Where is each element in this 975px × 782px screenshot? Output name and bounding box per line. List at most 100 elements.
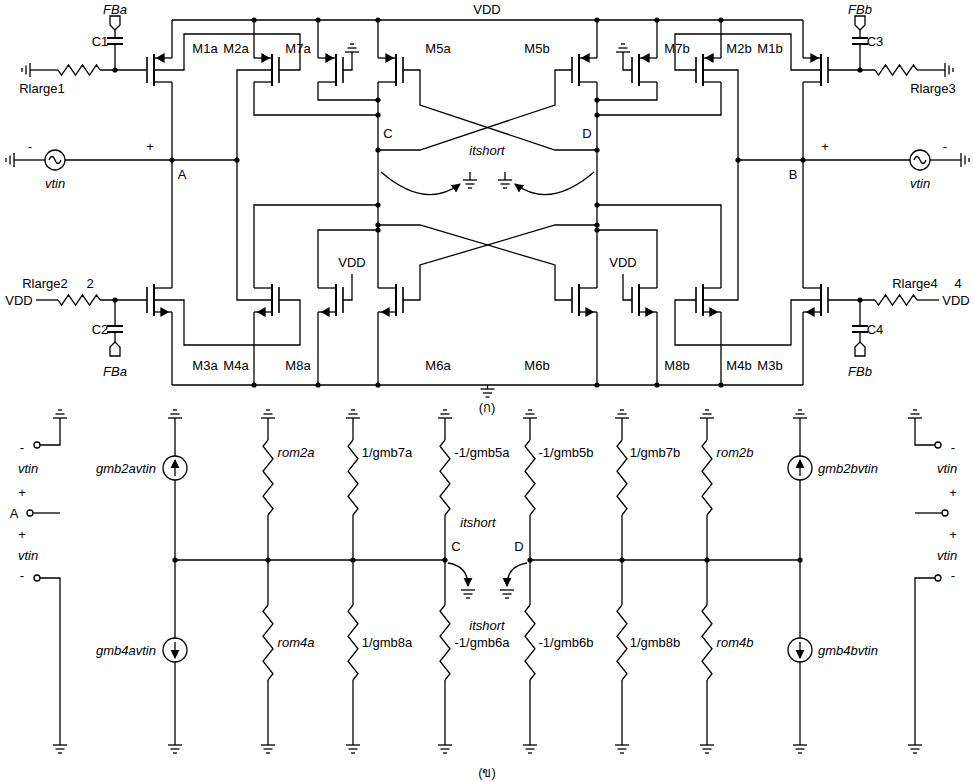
circuit-label: vtin bbox=[18, 462, 38, 475]
ground-symbol bbox=[793, 744, 807, 745]
transistor-symbol bbox=[271, 284, 273, 316]
circuit-label: M4a bbox=[223, 359, 248, 372]
resistor-symbol bbox=[348, 440, 358, 515]
circuit-label: + bbox=[821, 140, 829, 153]
wire bbox=[915, 512, 942, 513]
wire bbox=[720, 312, 721, 385]
ground-symbol bbox=[441, 413, 450, 414]
schematic bbox=[6, 16, 969, 753]
pin-symbol bbox=[110, 16, 120, 30]
ground-symbol bbox=[498, 179, 512, 180]
ground-symbol bbox=[964, 156, 965, 165]
transistor-symbol bbox=[803, 81, 821, 82]
wire bbox=[352, 515, 353, 560]
ground-symbol bbox=[266, 752, 270, 753]
current-arc bbox=[515, 172, 594, 195]
circuit-label: rom2b bbox=[717, 446, 754, 459]
ground-symbol bbox=[619, 47, 628, 48]
ground-symbol bbox=[468, 187, 472, 188]
circuit-label: VDD bbox=[473, 3, 500, 16]
wire bbox=[597, 82, 657, 100]
ground-symbol bbox=[466, 183, 475, 184]
circuit-label: - bbox=[20, 441, 24, 454]
wire bbox=[267, 560, 268, 605]
wire bbox=[917, 69, 945, 70]
circuit-label: vtin bbox=[18, 549, 38, 562]
junction-dot bbox=[594, 97, 599, 102]
wire bbox=[352, 680, 353, 745]
junction-dot bbox=[251, 17, 256, 22]
circuit-label: D bbox=[582, 127, 591, 140]
transistor-symbol bbox=[335, 284, 337, 316]
circuit-label: - bbox=[951, 441, 955, 454]
circuit-label: itshort bbox=[469, 619, 504, 632]
source-wave bbox=[914, 157, 926, 164]
ground-symbol bbox=[621, 43, 625, 44]
ground-symbol bbox=[348, 47, 357, 48]
junction-dot bbox=[594, 382, 599, 387]
wire bbox=[14, 159, 45, 160]
ground-symbol bbox=[911, 748, 920, 749]
wire bbox=[529, 560, 530, 605]
wire bbox=[171, 312, 172, 385]
ground-symbol bbox=[798, 409, 802, 410]
ground-symbol bbox=[5, 158, 6, 162]
circuit-label: itshort bbox=[469, 144, 504, 157]
transistor-symbol bbox=[638, 54, 640, 86]
junction-dot bbox=[718, 382, 723, 387]
current-source bbox=[788, 638, 812, 662]
wire bbox=[859, 44, 860, 70]
transistor-symbol bbox=[695, 57, 697, 83]
ground-symbol bbox=[620, 409, 624, 410]
wire bbox=[253, 20, 254, 58]
wire bbox=[40, 578, 60, 745]
wire bbox=[154, 34, 300, 70]
pin-symbol bbox=[855, 342, 865, 356]
circuit-label: C bbox=[383, 127, 392, 140]
ground-symbol bbox=[500, 589, 514, 590]
resistor-symbol bbox=[440, 440, 450, 515]
circuit-label: rom4b bbox=[717, 636, 754, 649]
circuit-label: M1b bbox=[757, 42, 782, 55]
wire bbox=[828, 299, 875, 300]
wire bbox=[254, 82, 378, 115]
transistor-symbol bbox=[278, 287, 280, 313]
ground-symbol bbox=[523, 744, 537, 745]
resistor-symbol bbox=[58, 65, 100, 75]
circuit-label: M5b bbox=[524, 42, 549, 55]
resistor-symbol bbox=[702, 605, 712, 680]
ground-symbol bbox=[705, 409, 709, 410]
transistor-arrow bbox=[386, 54, 393, 62]
ground-symbol bbox=[503, 593, 512, 594]
circuit-label: itshort bbox=[460, 516, 495, 529]
circuit-label: (ข) bbox=[478, 766, 496, 779]
resistor-symbol bbox=[348, 605, 358, 680]
ground-symbol bbox=[466, 597, 470, 598]
wire bbox=[529, 680, 530, 745]
current-arc bbox=[381, 172, 460, 195]
circuit-label: C1 bbox=[92, 35, 109, 48]
transistor-arrow bbox=[807, 308, 814, 316]
ground-symbol bbox=[443, 752, 447, 753]
ground-symbol bbox=[528, 752, 532, 753]
circuit-label: - bbox=[28, 140, 32, 153]
wire bbox=[343, 274, 352, 300]
ground-symbol bbox=[345, 51, 359, 52]
wire bbox=[915, 578, 935, 745]
wire bbox=[267, 515, 268, 560]
ground-symbol bbox=[53, 744, 67, 745]
capacitor-symbol bbox=[852, 325, 868, 327]
circuit-label: gmb4bvtin bbox=[818, 644, 878, 657]
circuit-label: FBa bbox=[103, 365, 127, 378]
transistor-arrow bbox=[642, 54, 649, 62]
ground-symbol bbox=[501, 183, 510, 184]
transistor-symbol bbox=[318, 287, 336, 288]
terminal bbox=[942, 510, 948, 516]
circuit-label: Rlarge1 bbox=[19, 82, 65, 95]
source-wave bbox=[49, 157, 61, 164]
voltage-source bbox=[910, 150, 930, 170]
ground-symbol bbox=[483, 392, 492, 393]
junction-dot bbox=[718, 17, 723, 22]
circuit-label: Rlarge3 bbox=[910, 82, 956, 95]
transistor-symbol bbox=[378, 81, 396, 82]
